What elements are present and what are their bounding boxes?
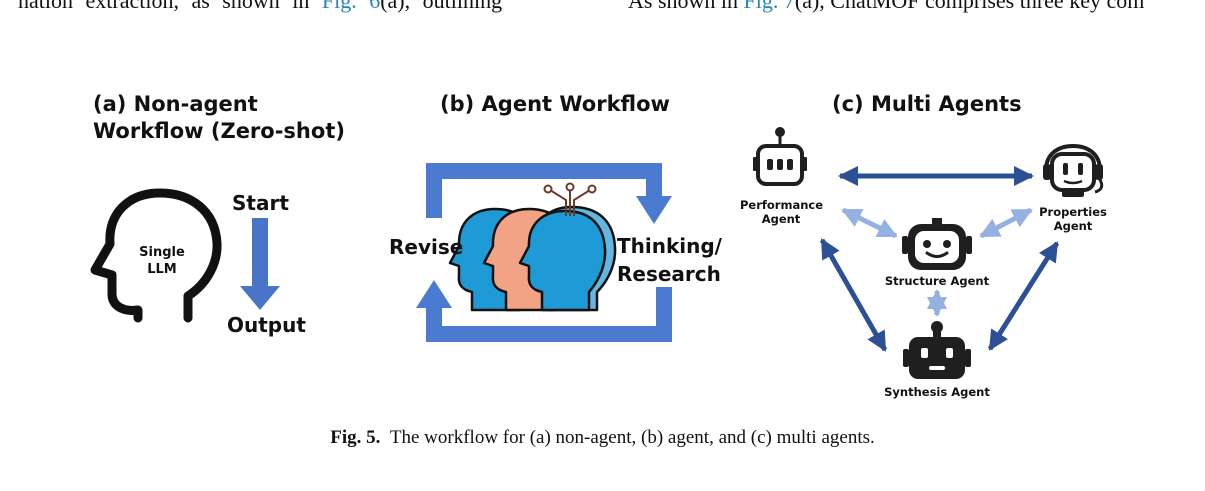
performance-agent-label: Performance Agent xyxy=(740,198,824,226)
arrow-properties-synthesis xyxy=(987,241,1060,351)
body-text-left-line: nation extraction, as shown in Fig. 6(a)… xyxy=(18,0,502,18)
synthesis-robot-icon xyxy=(903,321,971,379)
single-llm-label: Single LLM xyxy=(139,245,185,277)
synthesis-agent-label: Synthesis Agent xyxy=(884,385,990,399)
body-text-right-line: As shown in Fig. 7(a), ChatMOF comprises… xyxy=(628,0,1144,18)
structure-agent-label: Structure Agent xyxy=(884,274,990,288)
properties-robot-icon xyxy=(1043,143,1104,197)
thinking-research-label: Thinking/ Research xyxy=(617,234,722,286)
fig-6-link[interactable]: Fig. 6 xyxy=(321,0,381,13)
panel-b-title: (b) Agent Workflow xyxy=(440,92,670,116)
caption-text: The workflow for (a) non-agent, (b) agen… xyxy=(389,427,875,448)
figure-caption: Fig. 5. The workflow for (a) non-agent, … xyxy=(0,427,1205,449)
arrow-performance-synthesis xyxy=(819,238,888,352)
head-outline-icon xyxy=(90,188,222,323)
arrow-performance-structure xyxy=(841,207,898,239)
head-profile-front-icon xyxy=(518,209,607,312)
output-label: Output xyxy=(227,313,306,337)
caption-label: Fig. 5. xyxy=(330,427,381,448)
revise-label: Revise xyxy=(389,235,464,259)
panel-c-title: (c) Multi Agents xyxy=(832,92,1022,116)
circuit-antenna-icon xyxy=(543,182,597,216)
panel-a-title: (a) Non-agent Workflow (Zero-shot) xyxy=(93,92,345,143)
loop-arrow-top-icon xyxy=(426,163,672,224)
structure-robot-icon xyxy=(902,218,972,270)
loop-arrow-bottom-icon xyxy=(416,280,672,342)
arrow-properties-structure xyxy=(979,207,1033,239)
fig-7-link[interactable]: Fig. 7 xyxy=(743,0,795,13)
down-arrow-icon xyxy=(240,218,280,310)
start-label: Start xyxy=(232,191,289,215)
properties-agent-label: Properties Agent xyxy=(1039,205,1107,233)
performance-robot-icon xyxy=(753,127,807,186)
